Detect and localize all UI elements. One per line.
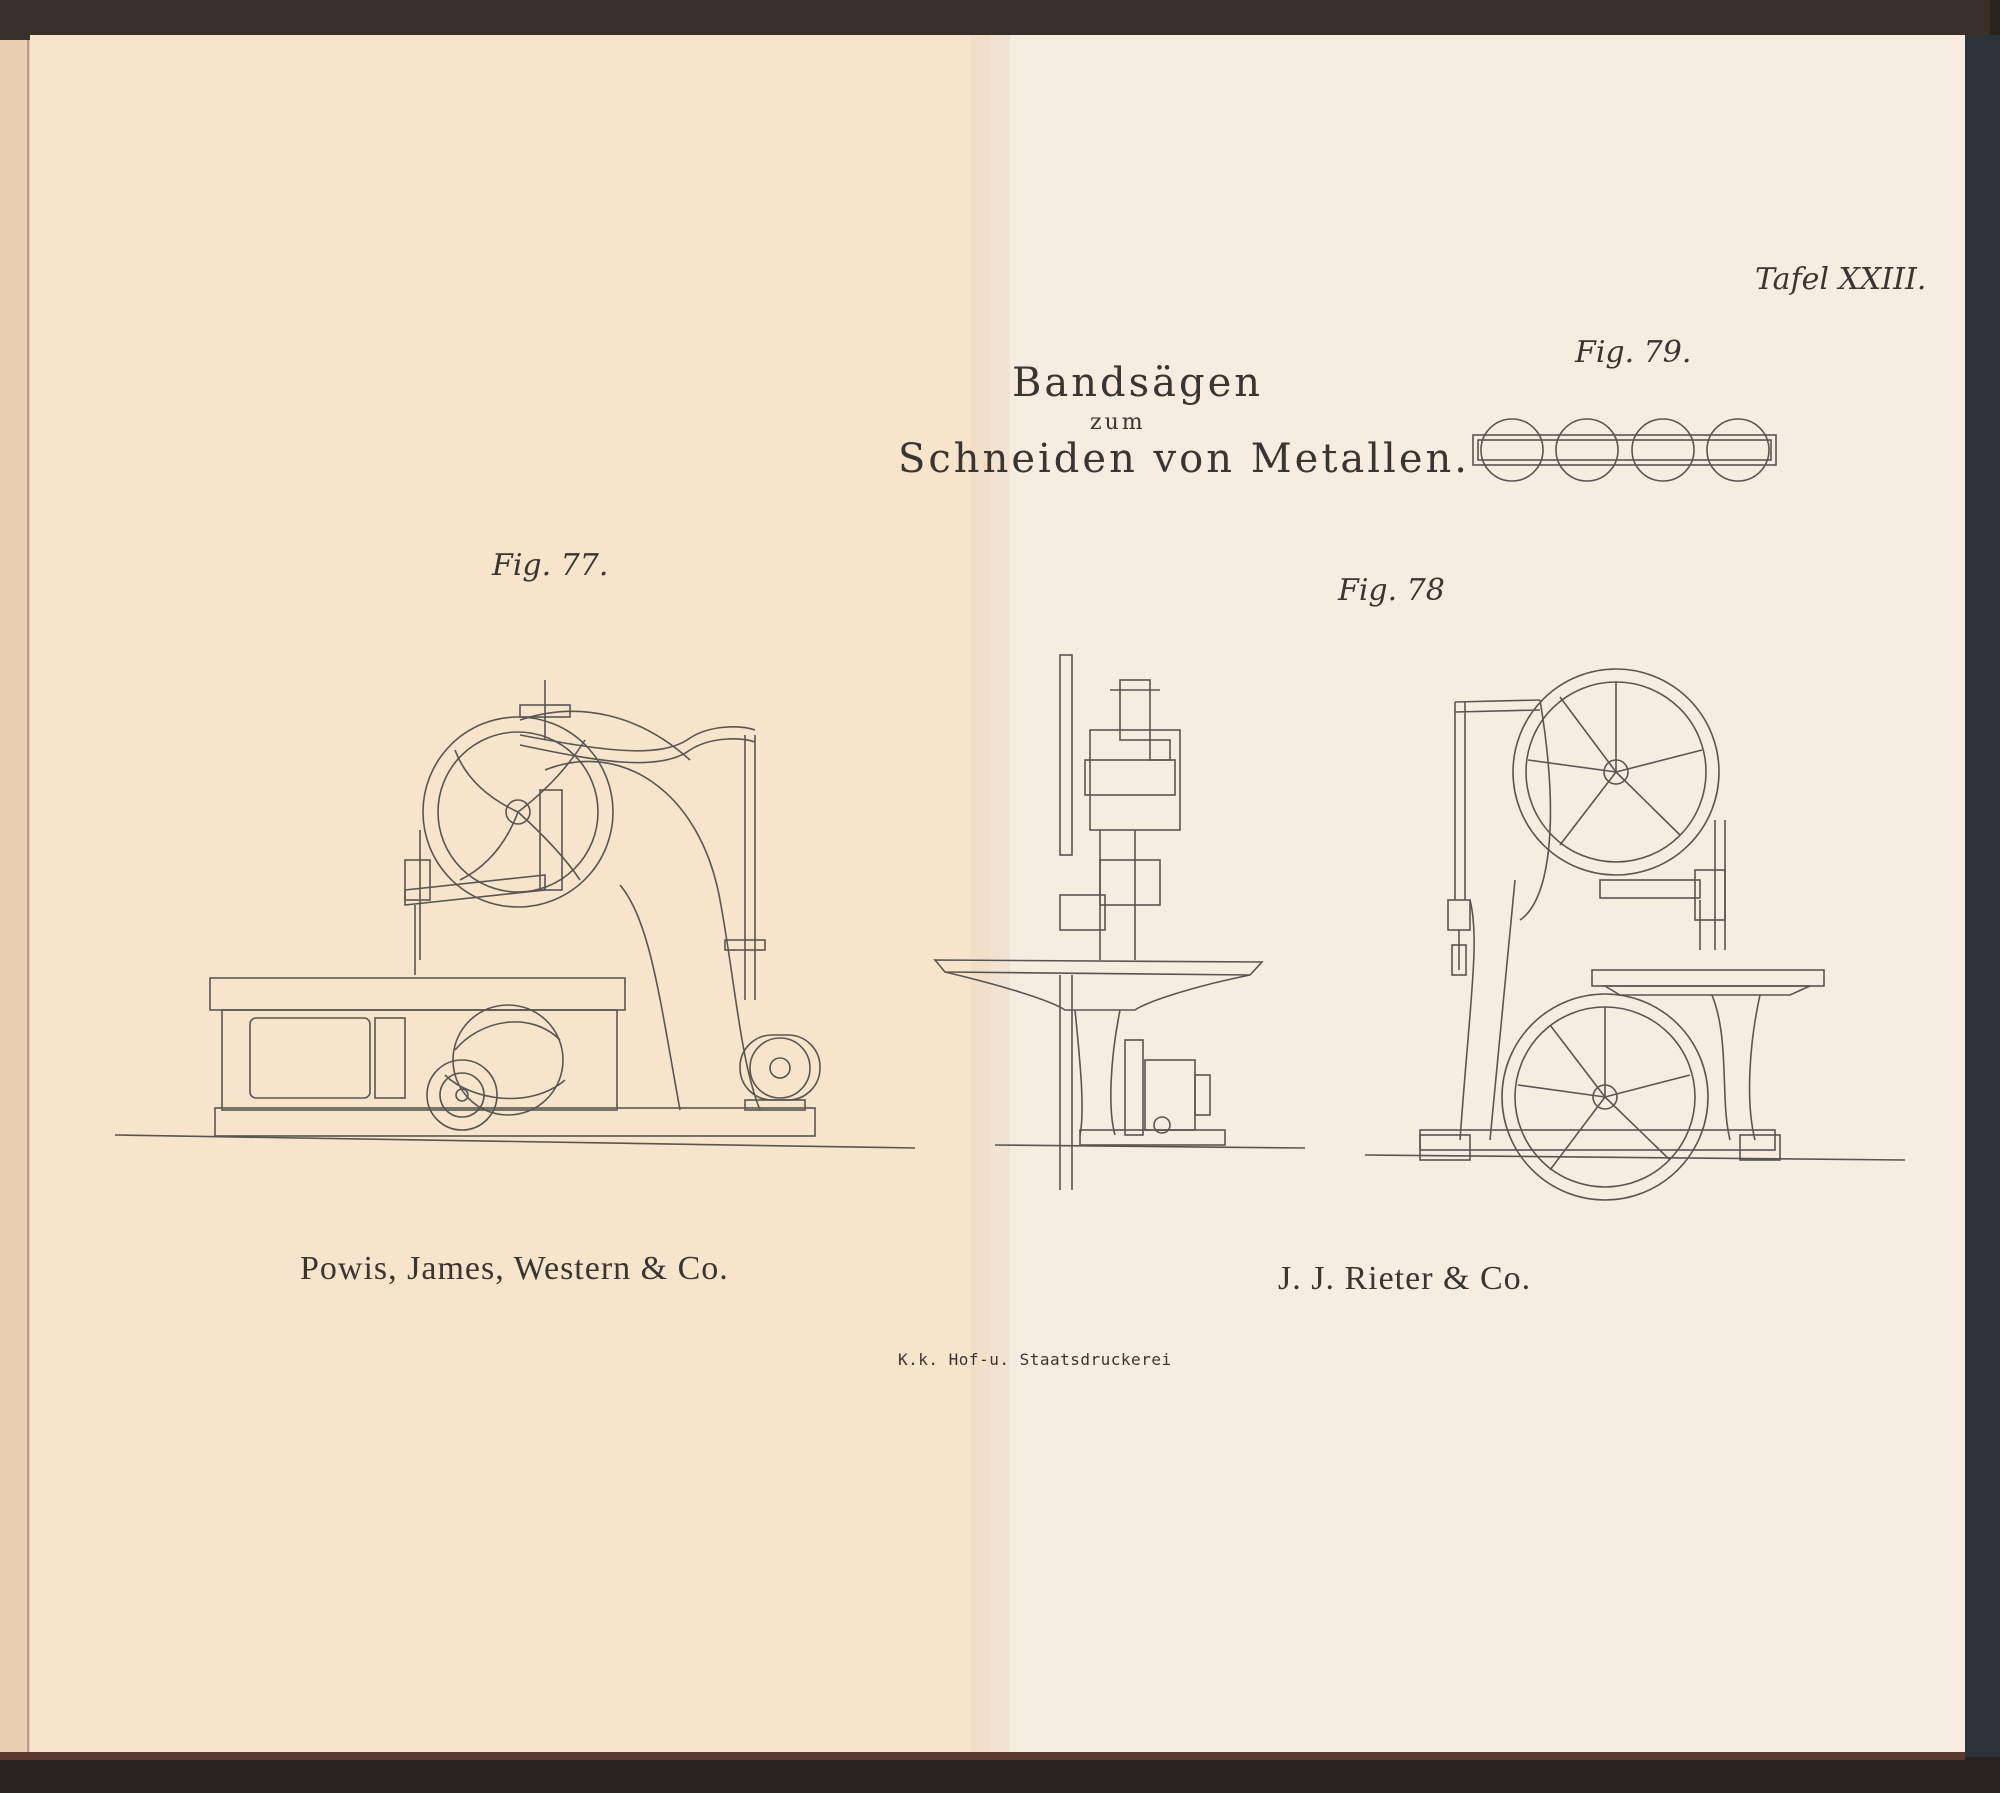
fig78-maker: J. J. Rieter & Co.	[1278, 1260, 1532, 1297]
fig77-drawing	[114, 680, 916, 1149]
fig78-label: Fig. 78	[1338, 573, 1445, 608]
plate-title-line3: Schneiden von Metallen.	[898, 436, 1470, 482]
printer-credit: K.k. Hof-u. Staatsdruckerei	[898, 1350, 1172, 1369]
fig78-side-drawing	[1364, 668, 1906, 1201]
plate-number-label: Tafel XXIII.	[1755, 262, 1927, 297]
fig79-label: Fig. 79.	[1575, 335, 1692, 370]
fig78-front-drawing	[933, 654, 1306, 1190]
plate-title-line1: Bandsägen	[1012, 360, 1264, 406]
fig79-drawing	[1472, 418, 1777, 482]
plate-title-line2: zum	[1090, 410, 1146, 435]
fig77-maker: Powis, James, Western & Co.	[300, 1250, 729, 1287]
fig77-label: Fig. 77.	[492, 548, 609, 583]
